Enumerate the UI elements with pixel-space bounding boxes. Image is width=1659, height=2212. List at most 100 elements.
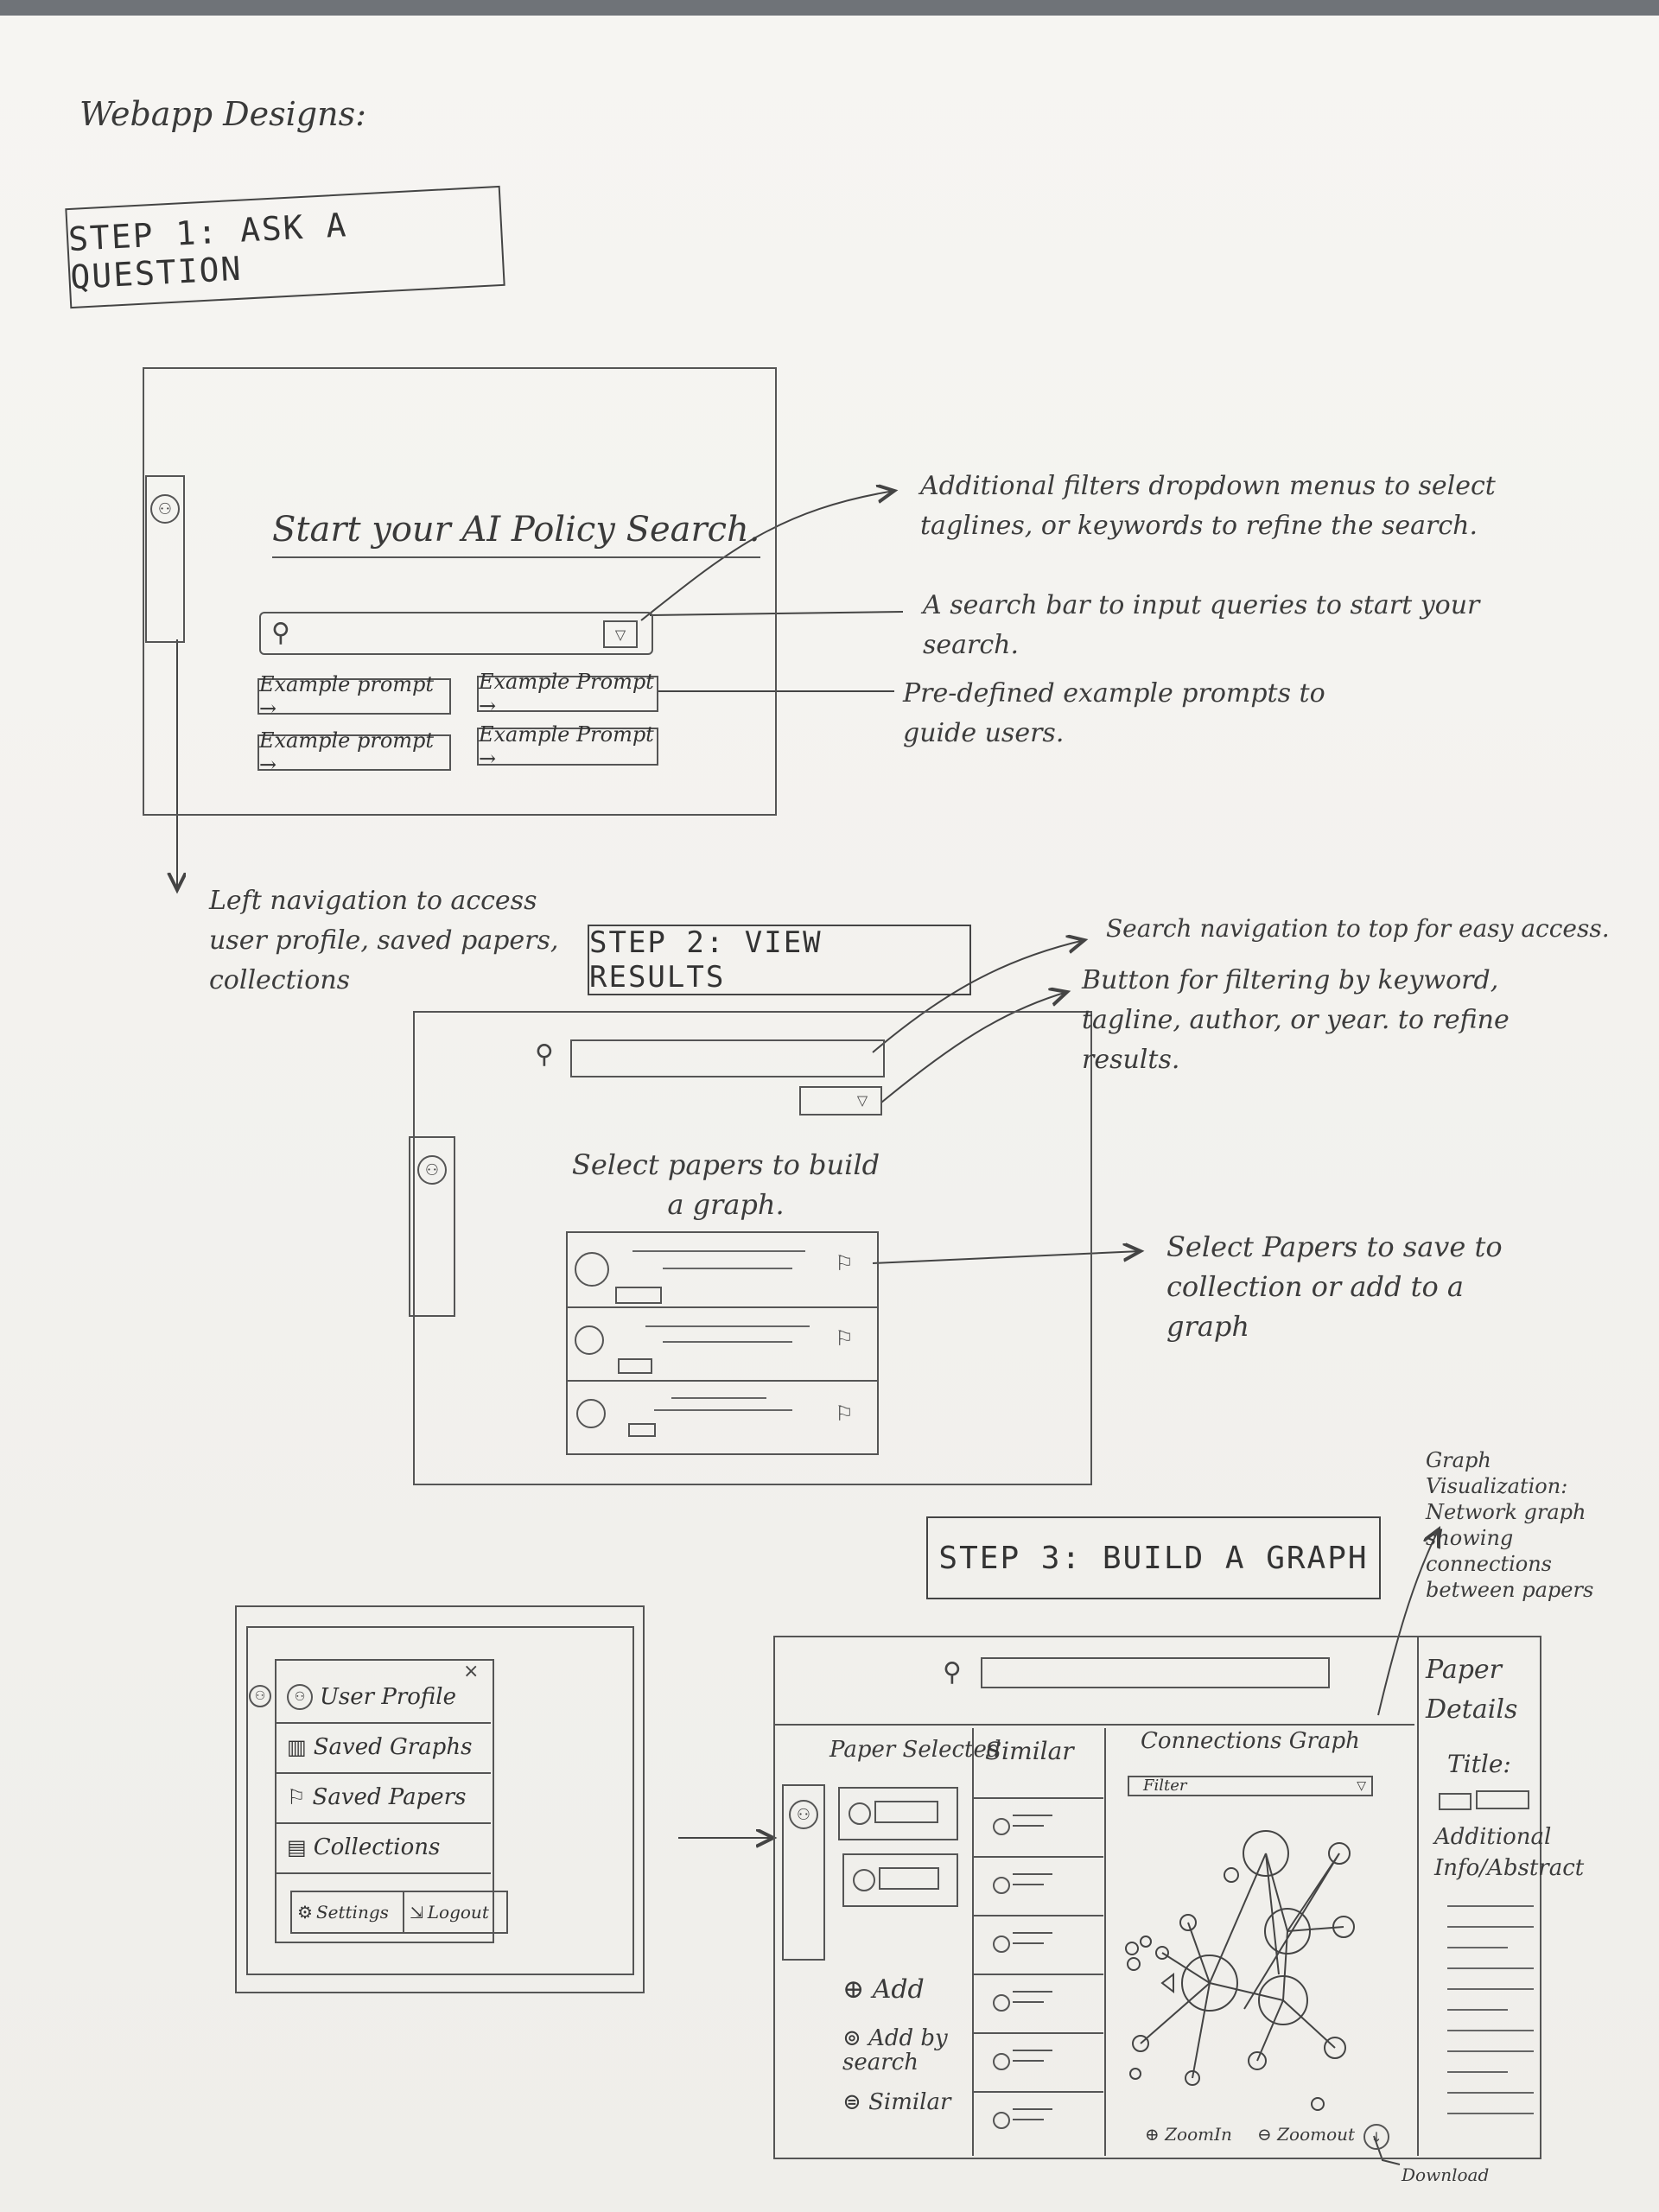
paper-thumbnail xyxy=(575,1252,609,1287)
step2-left-nav[interactable]: ⚇ xyxy=(409,1136,455,1317)
close-icon[interactable]: × xyxy=(463,1661,480,1682)
search-icon: ⚲ xyxy=(535,1039,554,1070)
example-prompt-1[interactable]: Example prompt → xyxy=(257,672,451,721)
abstract-line xyxy=(1447,1967,1534,1969)
similar-item[interactable] xyxy=(974,1856,1103,1915)
similar-header: Similar xyxy=(985,1737,1074,1765)
step3-left-nav[interactable]: ⚇ xyxy=(782,1784,825,1961)
graph-header: Connections Graph xyxy=(1141,1728,1360,1754)
document-icon: ▤ xyxy=(287,1835,307,1859)
selected-paper-card[interactable] xyxy=(838,1787,958,1840)
step1-search-bar[interactable]: ⚲ ▽ xyxy=(259,612,653,655)
zoom-in-button[interactable]: ⊕ ZoomIn xyxy=(1145,2124,1232,2145)
similar-item[interactable] xyxy=(974,1797,1103,1856)
tag-chip xyxy=(618,1358,652,1374)
menu-label: Saved Papers xyxy=(312,1784,467,1810)
chevron-down-icon: ▽ xyxy=(1357,1779,1366,1793)
network-graph[interactable] xyxy=(1115,1802,1413,2130)
paper-thumbnail xyxy=(993,2112,1010,2129)
step2-heading: Select papers to build a graph. xyxy=(571,1148,880,1221)
menu-item-saved-papers[interactable]: ⚐ Saved Papers xyxy=(275,1772,491,1824)
similar-button[interactable]: ⊜ Similar xyxy=(842,2089,951,2115)
details-info-label: Additional Info/Abstract xyxy=(1434,1824,1585,1881)
graph-node xyxy=(1181,1955,1238,2012)
page-title: Webapp Designs: xyxy=(79,95,366,133)
divider xyxy=(775,1724,1414,1726)
search-icon: ⚲ xyxy=(271,617,290,648)
menu-item-saved-graphs[interactable]: ▥ Saved Graphs xyxy=(275,1722,491,1774)
menu-label: Collections xyxy=(313,1834,441,1860)
menu-label: User Profile xyxy=(320,1684,456,1710)
download-icon[interactable]: ↓ xyxy=(1363,2124,1389,2150)
step3-search-bar[interactable] xyxy=(981,1657,1330,1688)
graph-filter-select[interactable]: Filter ▽ xyxy=(1128,1776,1373,1796)
logout-button[interactable]: ⇲ Logout xyxy=(403,1891,508,1934)
step3-title: STEP 3: BUILD A GRAPH xyxy=(926,1516,1381,1599)
graph-node xyxy=(1127,1957,1141,1971)
zoom-out-label: Zoomout xyxy=(1277,2124,1356,2145)
menu-item-collections[interactable]: ▤ Collections xyxy=(275,1822,491,1874)
similar-col-left xyxy=(972,1728,974,2156)
abstract-line xyxy=(1447,2113,1534,2114)
example-prompt-3[interactable]: Example prompt → xyxy=(257,728,451,777)
result-row[interactable]: ⚐ xyxy=(568,1306,877,1382)
text-line xyxy=(1013,1873,1052,1875)
paper-thumbnail xyxy=(993,1877,1010,1894)
bookmark-icon: ⚐ xyxy=(287,1785,306,1809)
step2-window xyxy=(413,1011,1092,1485)
bookmark-icon[interactable]: ⚐ xyxy=(835,1251,854,1275)
result-row[interactable]: ⚐ xyxy=(568,1380,877,1453)
tag-chip xyxy=(615,1287,662,1304)
example-prompt-2[interactable]: Example Prompt → xyxy=(477,670,658,718)
settings-button[interactable]: ⚙ Settings xyxy=(290,1891,404,1934)
gear-icon: ⚙ xyxy=(297,1902,313,1923)
bookmark-icon[interactable]: ⚐ xyxy=(835,1326,854,1351)
user-icon: ⚇ xyxy=(287,1684,313,1710)
similar-item[interactable] xyxy=(974,2032,1103,2091)
similar-item[interactable] xyxy=(974,1915,1103,1974)
step1-heading: Start your AI Policy Search. xyxy=(272,510,760,558)
similar-label: Similar xyxy=(868,2089,951,2115)
similar-item[interactable] xyxy=(974,1974,1103,2032)
note-searchbar: A search bar to input queries to start y… xyxy=(923,590,1480,660)
step2-search-bar[interactable] xyxy=(570,1039,885,1077)
text-line xyxy=(1013,1825,1044,1827)
step3-menu-inner xyxy=(246,1626,634,1975)
step3-menu-window xyxy=(235,1605,645,1993)
chart-icon: ▥ xyxy=(287,1735,307,1759)
user-icon[interactable]: ⚇ xyxy=(150,494,180,524)
graph-node xyxy=(1243,1830,1289,1877)
graph-node xyxy=(1140,1936,1152,1948)
user-icon[interactable]: ⚇ xyxy=(249,1685,271,1707)
add-by-search-button[interactable]: ⊚ Add by search xyxy=(842,2025,948,2075)
step3-window xyxy=(773,1636,1541,2159)
zoom-out-button[interactable]: ⊖ Zoomout xyxy=(1257,2124,1356,2145)
bookmark-icon[interactable]: ⚐ xyxy=(835,1402,854,1426)
text-line xyxy=(1013,2119,1044,2120)
cursor-icon xyxy=(1160,1972,1174,1994)
text-line xyxy=(1013,1991,1052,1993)
arrow-search-nav xyxy=(872,940,1084,1053)
similar-col-right xyxy=(1104,1728,1106,2156)
user-icon[interactable]: ⚇ xyxy=(789,1800,818,1829)
selected-paper-card[interactable] xyxy=(842,1853,958,1907)
example-prompt-4[interactable]: Example Prompt → xyxy=(477,722,658,771)
graph-node xyxy=(1258,1975,1308,2025)
menu-item-user-profile[interactable]: ⚇ User Profile xyxy=(275,1672,491,1724)
note-graph-viz: Graph Visualization: Network graph showi… xyxy=(1426,1448,1594,1602)
similar-item[interactable] xyxy=(974,2091,1103,2150)
filter-dropdown-icon[interactable]: ▽ xyxy=(603,620,638,648)
subtitle-line xyxy=(663,1268,792,1269)
paper-thumbnail xyxy=(993,1936,1010,1953)
result-row[interactable]: ⚐ xyxy=(568,1233,877,1308)
menu-label: Saved Graphs xyxy=(313,1734,473,1760)
graph-node xyxy=(1311,2097,1325,2111)
step2-filter-button[interactable]: ▽ xyxy=(799,1086,882,1116)
abstract-line xyxy=(1447,2092,1534,2094)
text-line xyxy=(1013,2108,1052,2110)
user-icon[interactable]: ⚇ xyxy=(417,1155,447,1185)
add-button[interactable]: ⊕ Add xyxy=(842,1974,925,2005)
step1-left-nav[interactable]: ⚇ xyxy=(145,475,185,643)
subtitle-line xyxy=(663,1341,792,1343)
details-header: Paper Details xyxy=(1426,1655,1518,1725)
